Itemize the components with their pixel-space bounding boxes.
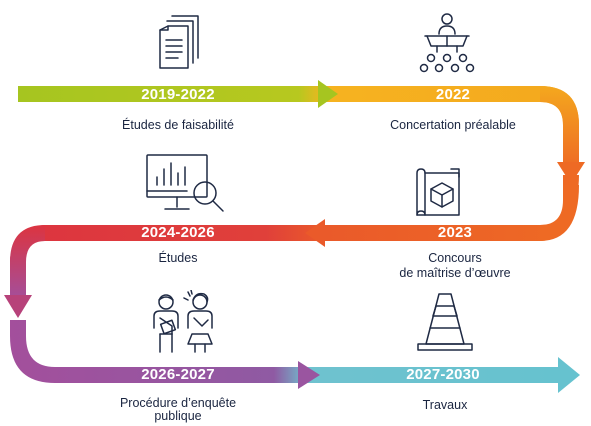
arrow-marker-2	[305, 219, 325, 247]
step-3-label: Concours de maîtrise d’œuvre	[399, 251, 511, 280]
ribbon-row1	[18, 86, 579, 160]
step-1-year: 2019-2022	[141, 86, 215, 103]
documents-icon	[156, 14, 202, 70]
people-discussion-icon	[148, 290, 218, 354]
step-6-label: Travaux	[422, 398, 468, 412]
step-4-label: Études	[158, 251, 198, 265]
arrow-marker-1	[318, 80, 338, 108]
step-2-label: Concertation préalable	[390, 118, 516, 132]
ribbon-curve-right-lower	[540, 185, 579, 241]
monitor-chart-search-icon	[145, 153, 227, 215]
step-6-year: 2027-2030	[406, 366, 480, 383]
step-2-year: 2022	[435, 86, 471, 103]
ribbon-curve-right	[540, 86, 579, 168]
ribbon-row2	[10, 175, 579, 290]
step-1-label: Études de faisabilité	[122, 118, 234, 132]
step-5-year: 2026-2027	[141, 366, 215, 383]
ribbon-arrowhead-right-end	[558, 357, 580, 393]
ribbon-row3	[10, 320, 560, 383]
step-4-year: 2024-2026	[141, 224, 215, 241]
meeting-audience-icon	[419, 12, 475, 74]
arrow-marker-3	[298, 361, 320, 389]
traffic-cone-icon	[414, 292, 476, 354]
ribbon-arrowhead-down-left	[4, 295, 32, 318]
blueprint-cube-icon	[413, 167, 463, 219]
step-3-year: 2023	[437, 224, 473, 241]
ribbon-arrowhead-down-right	[557, 162, 585, 184]
ribbon-curve-left	[10, 225, 45, 300]
step-5-label: Procédure d’enquête publique	[119, 396, 237, 423]
